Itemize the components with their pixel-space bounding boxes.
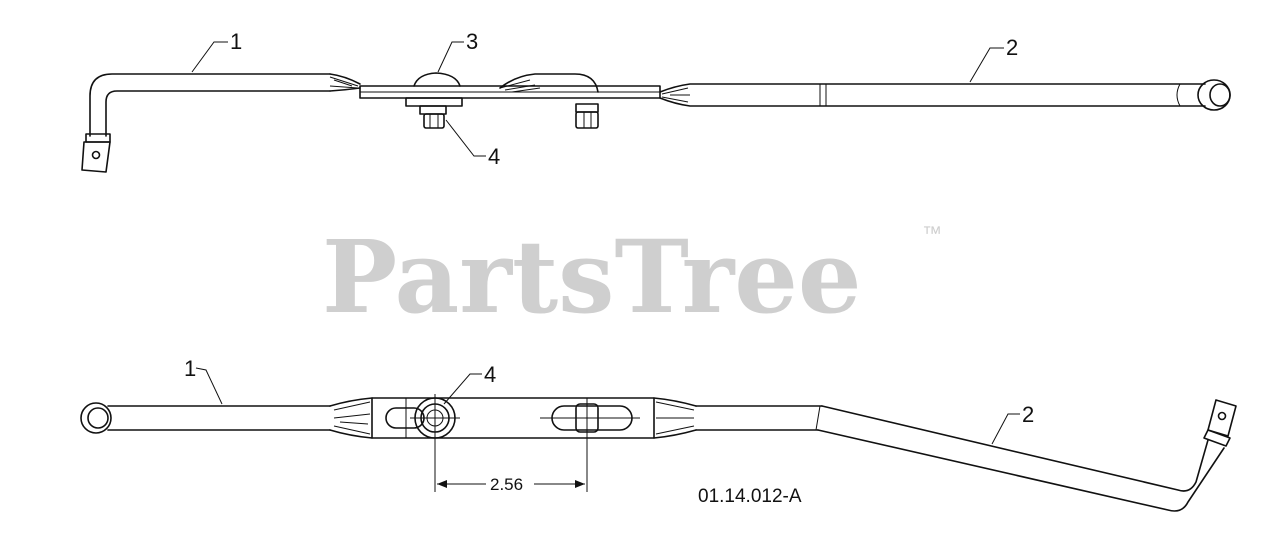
callout-top-part-4: 4: [488, 144, 500, 169]
callout-bottom-part-2: 2: [1022, 402, 1034, 427]
callout-top-part-1: 1: [230, 29, 242, 54]
bottom-assembly: 2.56 1 4 2: [80, 356, 1237, 512]
callout-bottom-part-4: 4: [484, 362, 496, 387]
diagram-reference-code: 01.14.012-A: [698, 486, 802, 507]
top-nut-part-4: [419, 105, 447, 129]
callout-top-part-2: 2: [1006, 35, 1018, 60]
top-rod-part-2: [659, 79, 1231, 111]
bottom-callouts: 1 4 2: [184, 356, 1034, 445]
bottom-rod-part-1: [80, 397, 373, 439]
top-rod-part-1: [81, 73, 361, 173]
top-bolt-head-part-3: [413, 72, 461, 87]
bottom-nut-part-4: [410, 394, 460, 442]
top-nut-right: [575, 103, 599, 129]
bottom-dimension: 2.56: [434, 432, 588, 494]
top-center-plate: [359, 73, 661, 107]
top-callouts: 1 3 2 4: [191, 29, 1018, 169]
bottom-slotted-plate: [371, 397, 697, 439]
callout-bottom-part-1: 1: [184, 356, 196, 381]
dimension-label: 2.56: [490, 475, 523, 494]
top-assembly: 1 3 2 4: [81, 29, 1231, 173]
callout-top-part-3: 3: [466, 29, 478, 54]
watermark-trademark: ™: [922, 223, 942, 245]
watermark-logo: PartsTree: [322, 218, 862, 336]
bottom-rod-part-2: [695, 399, 1237, 512]
